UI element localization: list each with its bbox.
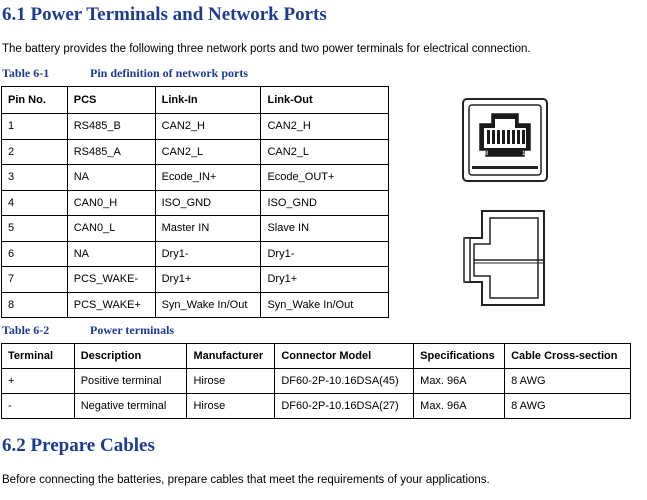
table-6-1-label: Table 6-1 bbox=[2, 66, 50, 80]
cell-link-out: Slave IN bbox=[260, 215, 389, 242]
header-connector-model: Connector Model bbox=[274, 343, 415, 369]
table-6-2-caption: Table 6-2 Power terminals bbox=[2, 323, 302, 339]
cell-link-out: Ecode_OUT+ bbox=[260, 164, 389, 191]
cell-link-in: Master IN bbox=[154, 215, 262, 242]
table-row: 8 PCS_WAKE+ Syn_Wake In/Out Syn_Wake In/… bbox=[1, 291, 389, 318]
header-description: Description bbox=[73, 343, 188, 369]
cell-link-in: CAN2_L bbox=[154, 138, 262, 165]
cell-pin: 8 bbox=[1, 291, 68, 318]
cell-link-in: Syn_Wake In/Out bbox=[154, 291, 262, 318]
header-manufacturer: Manufacturer bbox=[186, 343, 276, 369]
power-terminals-table: Terminal Description Manufacturer Connec… bbox=[1, 343, 631, 419]
table-row: 1 RS485_B CAN2_H CAN2_H bbox=[1, 113, 389, 140]
cell-pcs: CAN0_H bbox=[66, 189, 156, 216]
cell-specifications: Max. 96A bbox=[413, 393, 506, 419]
cell-pcs: PCS_WAKE- bbox=[66, 266, 156, 293]
cell-connector-model: DF60-2P-10.16DSA(45) bbox=[274, 368, 415, 394]
cell-description: Positive terminal bbox=[73, 368, 188, 394]
cell-cable-cross-section: 8 AWG bbox=[504, 393, 631, 419]
header-link-out: Link-Out bbox=[260, 86, 389, 114]
cell-terminal: - bbox=[1, 393, 75, 419]
cell-pin: 6 bbox=[1, 240, 68, 267]
rj45-front-view-icon: 8 1 bbox=[462, 98, 548, 182]
cell-connector-model: DF60-2P-10.16DSA(27) bbox=[274, 393, 415, 419]
header-link-in: Link-In bbox=[154, 86, 262, 114]
cell-link-out: CAN2_L bbox=[260, 138, 389, 165]
cell-pin: 7 bbox=[1, 266, 68, 293]
cell-manufacturer: Hirose bbox=[186, 368, 276, 394]
table-row: 2 RS485_A CAN2_L CAN2_L bbox=[1, 138, 389, 165]
cell-pin: 5 bbox=[1, 215, 68, 242]
table-header-row: Terminal Description Manufacturer Connec… bbox=[1, 343, 631, 369]
cell-link-out: CAN2_H bbox=[260, 113, 389, 140]
pin-8-label: 8 bbox=[485, 151, 489, 157]
table-row: 5 CAN0_L Master IN Slave IN bbox=[1, 215, 389, 242]
section-6-1-intro: The battery provides the following three… bbox=[2, 43, 531, 55]
cell-link-in: Dry1+ bbox=[154, 266, 262, 293]
section-6-2-intro: Before connecting the batteries, prepare… bbox=[2, 474, 490, 486]
cell-link-out: ISO_GND bbox=[260, 189, 389, 216]
table-row: 7 PCS_WAKE- Dry1+ Dry1+ bbox=[1, 266, 389, 293]
table-header-row: Pin No. PCS Link-In Link-Out bbox=[1, 86, 389, 114]
table-row: 3 NA Ecode_IN+ Ecode_OUT+ bbox=[1, 164, 389, 191]
section-6-2-heading: 6.2 Prepare Cables bbox=[2, 435, 155, 456]
header-pin-no: Pin No. bbox=[1, 86, 68, 114]
cell-link-out: Dry1+ bbox=[260, 266, 389, 293]
table-row: 6 NA Dry1- Dry1- bbox=[1, 240, 389, 267]
cell-pcs: NA bbox=[66, 164, 156, 191]
table-row: 4 CAN0_H ISO_GND ISO_GND bbox=[1, 189, 389, 216]
cell-pin: 1 bbox=[1, 113, 68, 140]
cell-link-in: Dry1- bbox=[154, 240, 262, 267]
cell-specifications: Max. 96A bbox=[413, 368, 506, 394]
cell-pcs: RS485_B bbox=[66, 113, 156, 140]
table-row: - Negative terminal Hirose DF60-2P-10.16… bbox=[1, 393, 631, 419]
pin-1-label: 1 bbox=[522, 151, 526, 157]
cell-pcs: CAN0_L bbox=[66, 215, 156, 242]
table-6-1-title: Pin definition of network ports bbox=[90, 66, 249, 80]
cell-pin: 3 bbox=[1, 164, 68, 191]
cell-pcs: NA bbox=[66, 240, 156, 267]
header-terminal: Terminal bbox=[1, 343, 75, 369]
table-6-1-caption: Table 6-1 Pin definition of network port… bbox=[2, 66, 302, 82]
cell-pin: 4 bbox=[1, 189, 68, 216]
table-6-2-label: Table 6-2 bbox=[2, 323, 50, 337]
cell-link-out: Syn_Wake In/Out bbox=[260, 291, 389, 318]
cell-terminal: + bbox=[1, 368, 75, 394]
cell-pcs: RS485_A bbox=[66, 138, 156, 165]
cell-pin: 2 bbox=[1, 138, 68, 165]
cell-link-in: CAN2_H bbox=[154, 113, 262, 140]
header-cable-cross-section: Cable Cross-section bbox=[504, 343, 631, 369]
cell-cable-cross-section: 8 AWG bbox=[504, 368, 631, 394]
rj45-side-view-icon bbox=[463, 210, 545, 306]
pin-definition-table: Pin No. PCS Link-In Link-Out 1 RS485_B C… bbox=[1, 86, 389, 318]
cell-description: Negative terminal bbox=[73, 393, 188, 419]
table-row: + Positive terminal Hirose DF60-2P-10.16… bbox=[1, 368, 631, 394]
cell-pcs: PCS_WAKE+ bbox=[66, 291, 156, 318]
section-6-1-heading: 6.1 Power Terminals and Network Ports bbox=[2, 4, 327, 25]
header-pcs: PCS bbox=[66, 86, 156, 114]
cell-link-in: Ecode_IN+ bbox=[154, 164, 262, 191]
header-specifications: Specifications bbox=[413, 343, 506, 369]
cell-link-in: ISO_GND bbox=[154, 189, 262, 216]
cell-manufacturer: Hirose bbox=[186, 393, 276, 419]
table-6-2-title: Power terminals bbox=[90, 323, 175, 337]
cell-link-out: Dry1- bbox=[260, 240, 389, 267]
